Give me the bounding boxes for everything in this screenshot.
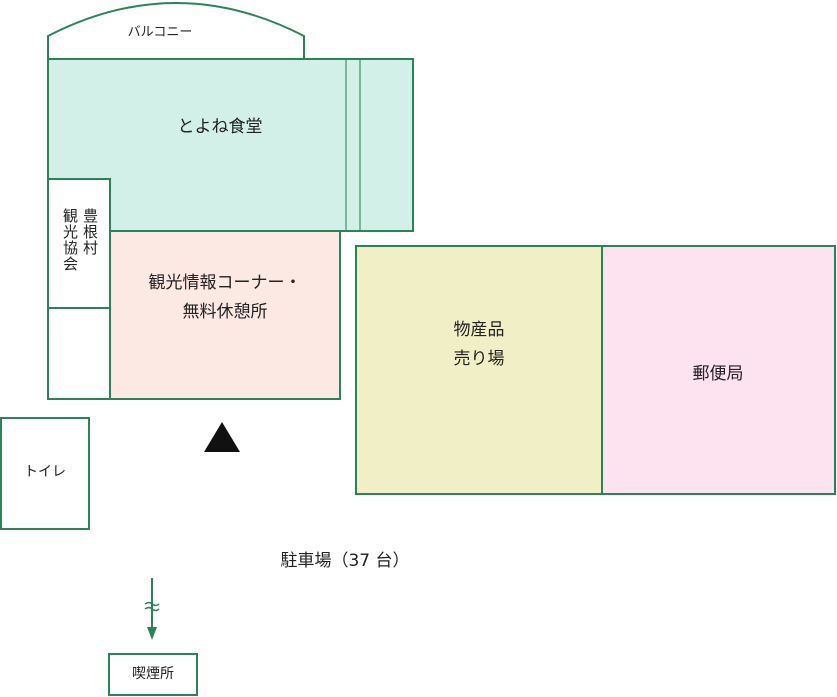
arrow-down-icon [147,627,157,640]
balcony-label: バルコニー [127,25,193,40]
balcony-outline [47,2,305,59]
toilet-label: トイレ [24,464,66,480]
parking-label: 駐車場（37 台） [280,551,410,571]
tourism-assoc-label-1: 豊根村 [81,208,99,256]
toilet-room [0,417,90,530]
post-office-room [601,245,836,495]
post-office-label: 郵便局 [692,364,744,384]
storage-room [47,307,111,400]
info-corner-label-1: 観光情報コーナー・ [148,273,302,293]
tourism-assoc-label-2: 観光協会 [61,208,79,272]
products-label-1: 物産品 [453,320,505,340]
products-room [355,245,603,495]
info-corner-label-2: 無料休憩所 [182,302,268,322]
tourism-association-room [47,178,111,309]
restaurant-label: とよね食堂 [177,117,263,137]
smoking-area-label: 喫煙所 [132,666,174,682]
info-corner-room [109,230,341,400]
products-label-2: 売り場 [453,349,505,369]
smoking-area-room [108,653,198,696]
entrance-triangle-icon [204,422,240,452]
break-mark-icon [144,601,160,612]
